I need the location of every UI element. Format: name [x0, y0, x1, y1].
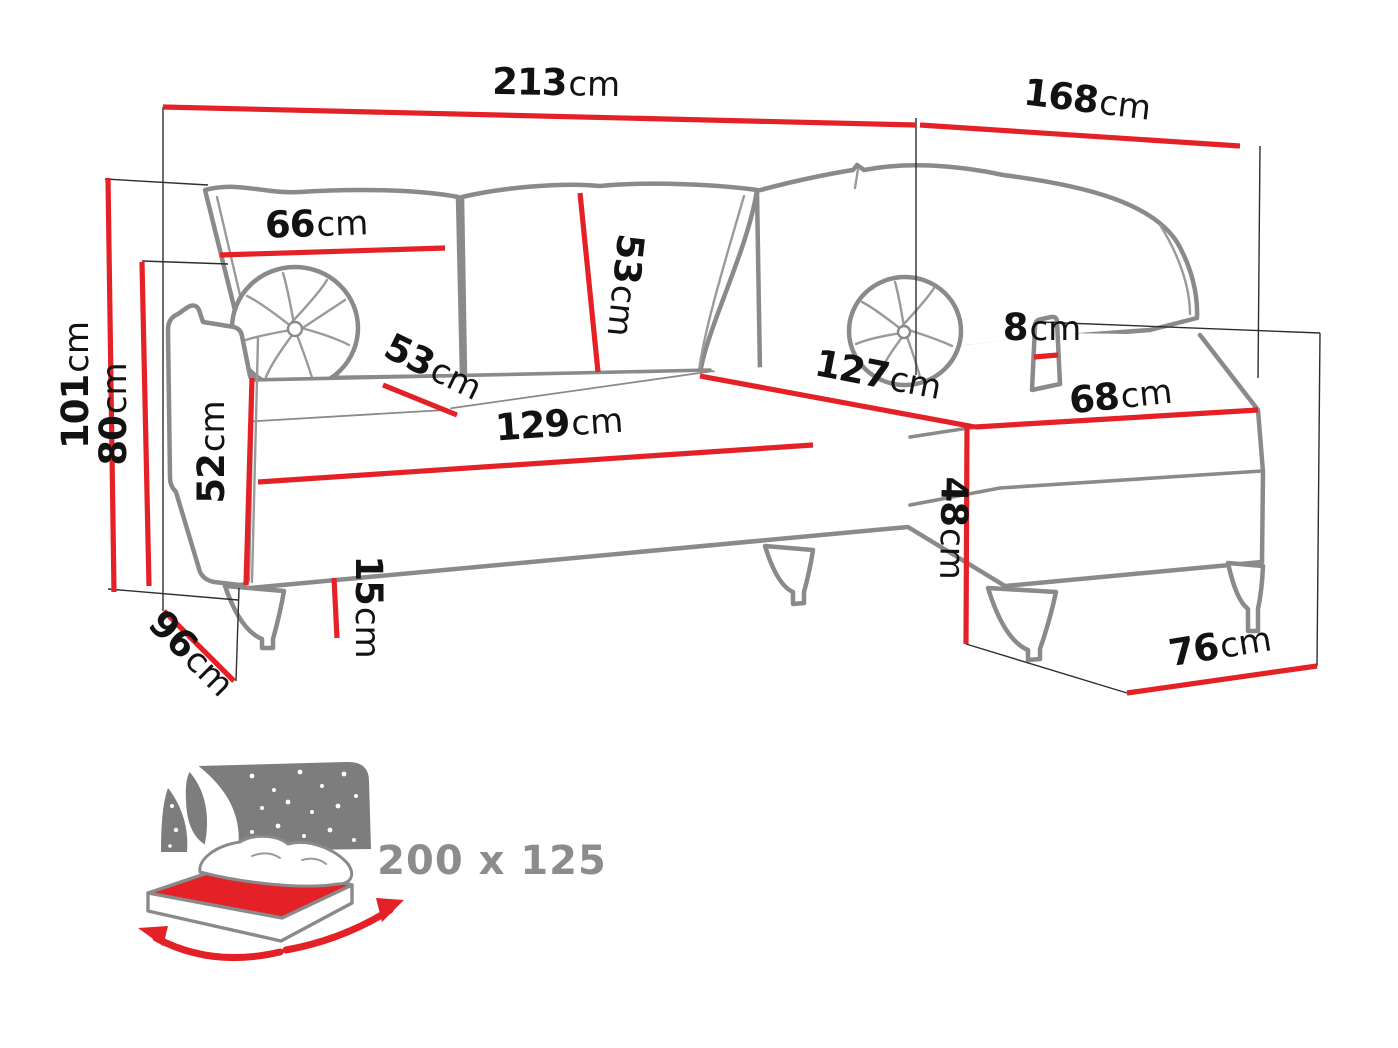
construction-lines — [104, 107, 1321, 694]
seat-top-fill — [240, 370, 713, 423]
dim-line-chaise-end-depth — [1126, 663, 1318, 696]
label-height: 101cm — [54, 321, 97, 449]
dim-line-cushion-width — [219, 245, 446, 258]
chaise-seam — [908, 469, 1264, 507]
armrest-left-seam — [250, 336, 260, 584]
dim-line-seat-width — [257, 442, 814, 485]
leg-chaise-left — [985, 585, 1059, 663]
chaise-left-boundary — [908, 425, 977, 439]
leg-front-left — [222, 583, 287, 651]
label-cushion-width: 66cm — [264, 200, 369, 247]
label-back-height: 80cm — [92, 362, 135, 465]
label-side-depth: 96cm — [140, 601, 243, 704]
dim-line-side-depth — [162, 609, 236, 683]
dim-line-seat-height — [963, 424, 970, 645]
label-cushion-height: 53cm — [599, 232, 653, 339]
label-chaise-end-depth: 76cm — [1166, 616, 1275, 675]
sleeper-function-icon: 200 x 125 — [138, 657, 607, 962]
seat-back-edge — [250, 368, 712, 382]
unfold-arrow-right — [282, 898, 404, 954]
chaise-fill — [713, 333, 1258, 427]
chaise-right-edge — [1255, 407, 1266, 565]
label-seat-height: 48cm — [931, 476, 976, 580]
chaise-front-fill — [908, 410, 1263, 586]
dim-line-arm-height — [243, 377, 255, 586]
dim-line-cushion-height — [577, 192, 601, 373]
dim-line-total-width — [162, 104, 917, 128]
dim-line-seat-depth — [382, 382, 458, 418]
leg-middle — [762, 543, 816, 607]
chaise-bottom-edge — [1002, 559, 1265, 589]
back-cushion-middle — [459, 181, 760, 379]
round-pillow-right — [846, 274, 964, 388]
label-chaise-width: 68cm — [1067, 369, 1174, 423]
dimension-lines — [105, 104, 1318, 696]
leg-chaise-right — [1225, 560, 1266, 634]
label-total-depth: 168cm — [1021, 70, 1153, 128]
chaise-right-back-edge — [1197, 332, 1261, 413]
back-cushion-right-notch — [853, 167, 860, 190]
dim-line-chaise-width — [974, 407, 1259, 430]
label-arm-height: 52cm — [190, 400, 233, 503]
sofa-drawing — [165, 162, 1266, 663]
back-cushion-middle-fold — [697, 194, 746, 373]
label-seat-width: 129cm — [494, 398, 625, 450]
dim-line-chaise-length — [699, 373, 976, 430]
dim-line-height — [105, 177, 117, 593]
sofa-bottom-edge — [247, 524, 911, 591]
dim-line-arm-width — [1033, 352, 1059, 360]
mattress — [146, 834, 354, 943]
armrest-left — [165, 303, 255, 588]
blanket — [198, 834, 354, 888]
stars — [168, 657, 358, 848]
dim-line-back-height — [139, 261, 152, 587]
label-arm-width: 8cm — [1003, 306, 1082, 349]
label-total-width: 213cm — [492, 60, 621, 105]
dim-line-total-depth — [919, 122, 1241, 149]
unfold-arrow-left — [138, 926, 284, 962]
chaise-bottom-left-edge — [905, 524, 1008, 589]
starry-headboard — [161, 657, 371, 852]
back-cushion-right-crease — [1158, 223, 1192, 316]
sleeping-area-size: 200 x 125 — [377, 838, 607, 884]
dim-line-leg-height — [331, 577, 340, 639]
label-leg-height: 15cm — [347, 555, 390, 658]
sofa-base-fill — [240, 372, 908, 588]
